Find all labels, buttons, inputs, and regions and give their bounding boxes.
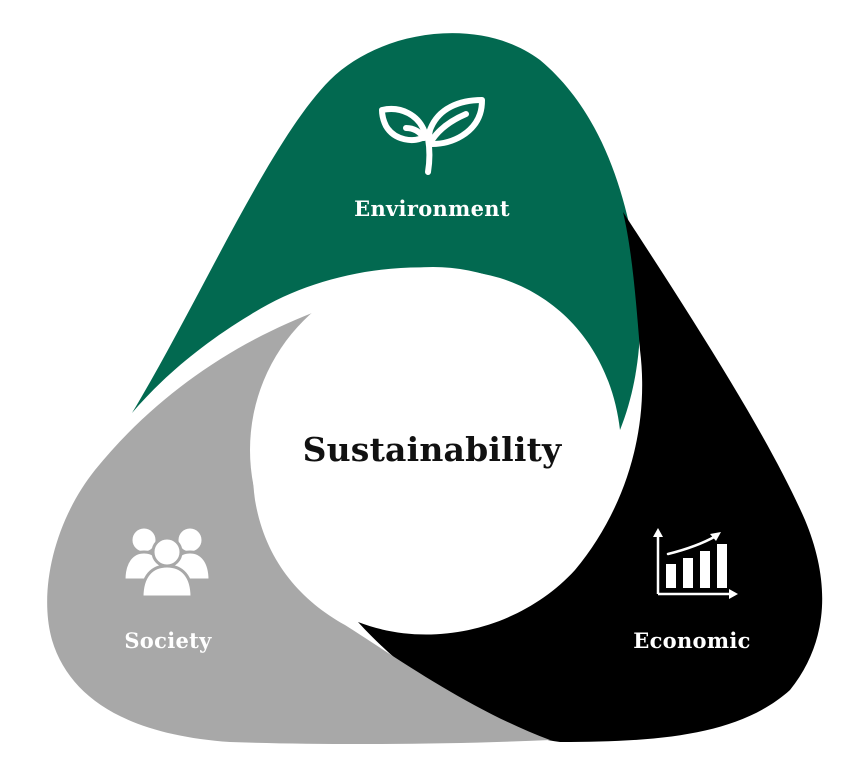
people-group-icon xyxy=(122,525,212,598)
sprout-leaf-icon xyxy=(379,97,485,175)
center-circle xyxy=(250,267,616,633)
environment-segment xyxy=(132,33,641,431)
environment-label: Environment xyxy=(354,196,510,221)
economic-segment xyxy=(358,212,823,742)
bar-chart-growth-icon xyxy=(653,528,738,599)
society-segment xyxy=(47,310,550,745)
society-label: Society xyxy=(124,628,212,653)
economic-label: Economic xyxy=(633,628,751,653)
center-title: Sustainability xyxy=(302,430,562,469)
